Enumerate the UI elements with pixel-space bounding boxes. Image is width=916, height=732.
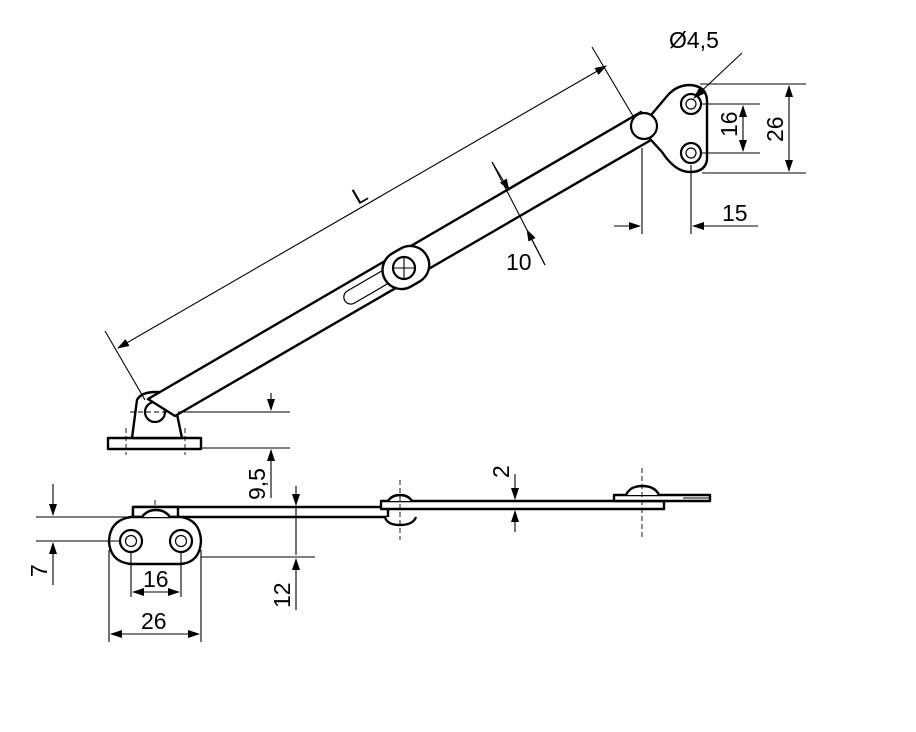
bottom-plate-width-label: 26 <box>141 608 167 634</box>
dimension-side-height: 12 <box>201 486 315 610</box>
dimension-plate-thickness: 2 <box>488 465 519 532</box>
bottom-plate <box>107 500 203 566</box>
dimension-hole-diameter: Ø4,5 <box>669 27 743 99</box>
angled-view: L 10 Ø4,5 16 26 <box>104 27 806 500</box>
top-hole-spacing-label: 16 <box>716 111 742 137</box>
base-height-label: 9,5 <box>244 468 270 500</box>
folded-view: 7 16 26 12 2 <box>26 465 712 642</box>
top-plate <box>629 83 709 174</box>
dimension-top-plate-height: 26 <box>700 83 806 174</box>
end-pivot <box>624 468 661 540</box>
dimension-length: L <box>104 46 634 401</box>
hole-diameter-label: Ø4,5 <box>669 27 719 53</box>
dimension-side-offset: 7 <box>26 484 131 585</box>
dimension-arm-width: 10 <box>491 161 546 275</box>
dimension-top-hole-spacing: 16 <box>700 103 760 154</box>
middle-pivot <box>383 480 418 540</box>
side-offset-label: 7 <box>26 564 52 577</box>
dimension-top-offset: 15 <box>614 148 758 234</box>
plate-thickness-label: 2 <box>488 465 514 478</box>
top-plate-height-label: 26 <box>762 116 788 142</box>
folded-arm-right <box>379 499 666 511</box>
side-height-label: 12 <box>269 582 295 608</box>
dimension-bottom-plate-width: 26 <box>108 550 202 642</box>
dimension-base-height: 9,5 <box>178 393 290 500</box>
bottom-hole-spacing-label: 16 <box>143 566 169 592</box>
folded-end-tab <box>612 493 712 503</box>
dimension-bottom-hole-spacing: 16 <box>130 552 182 597</box>
arm-width-label: 10 <box>506 249 532 275</box>
length-label: L <box>348 180 372 209</box>
stay-arm <box>146 110 653 418</box>
top-offset-label: 15 <box>722 200 748 226</box>
